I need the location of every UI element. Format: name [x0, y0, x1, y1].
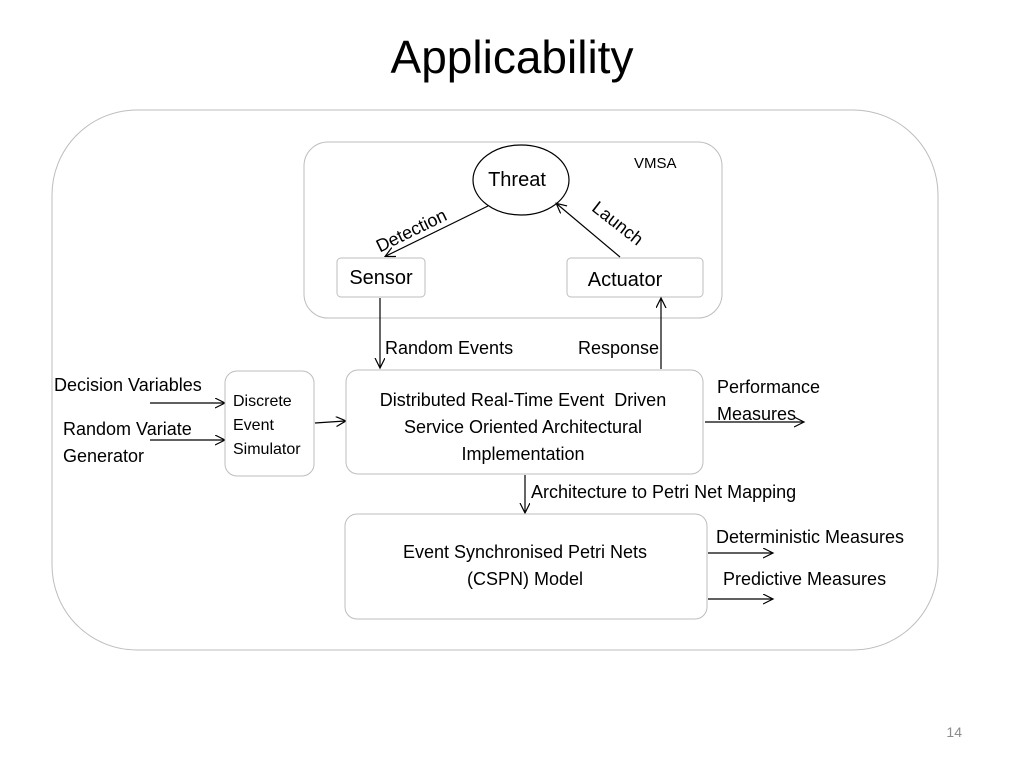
architecture-node: [345, 369, 704, 475]
simulator-label-line3: Simulator: [233, 441, 301, 458]
threat-node: [472, 144, 570, 216]
random-events-label: Random Events: [385, 338, 513, 358]
actuator-node: [566, 257, 704, 298]
simulator-label-line2: Event: [233, 417, 274, 434]
launch-arrow: [557, 204, 621, 258]
sensor-node: [336, 257, 426, 298]
petri-net-label-line2: (CSPN) Model: [467, 569, 583, 589]
outer-container: [51, 109, 939, 651]
detection-arrow: [386, 205, 489, 256]
random-variate-label-line2: Generator: [63, 446, 144, 466]
performance-label-line2: Measures: [717, 404, 796, 424]
slide-title: Applicability: [390, 31, 634, 83]
sensor-label: Sensor: [349, 267, 413, 289]
vmsa-label: VMSA: [634, 155, 677, 172]
simulator-label-line1: Discrete: [233, 393, 292, 410]
decision-variables-label: Decision Variables: [54, 375, 202, 395]
architecture-label-line3: Implementation: [461, 444, 584, 464]
simulator-node: [224, 370, 315, 477]
mapping-label: Architecture to Petri Net Mapping: [531, 482, 796, 502]
random-variate-label: Random Variate: [63, 419, 192, 439]
response-label: Response: [578, 338, 659, 358]
simulator-to-architecture-arrow: [314, 421, 345, 423]
performance-label-line1: Performance: [717, 377, 820, 397]
petri-net-node: [344, 513, 708, 620]
threat-label: Threat: [488, 169, 546, 191]
predictive-measures-label: Predictive Measures: [723, 569, 886, 589]
actuator-label: Actuator: [588, 269, 663, 291]
page-number: 14: [946, 724, 962, 740]
deterministic-measures-label: Deterministic Measures: [716, 527, 904, 547]
architecture-label-line2: Service Oriented Architectural: [404, 417, 642, 437]
petri-net-label-line1: Event Synchronised Petri Nets: [403, 542, 647, 562]
architecture-label-line1: Distributed Real-Time Event Driven: [380, 390, 666, 410]
